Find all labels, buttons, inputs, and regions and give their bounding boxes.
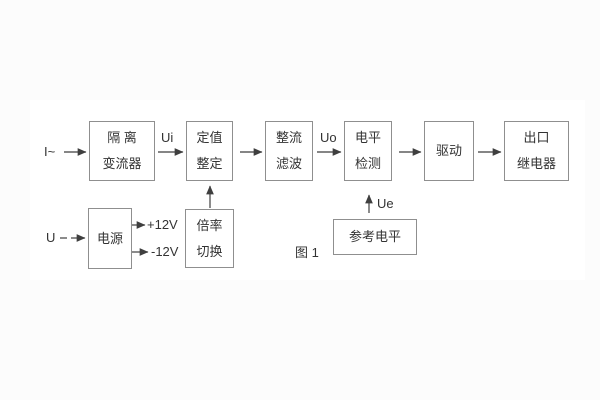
- block-label: 继电器: [516, 156, 556, 171]
- block-label: 参考电平: [348, 229, 401, 244]
- block-label: 检测: [354, 156, 381, 171]
- block-drive: 驱动: [424, 121, 474, 181]
- block-setting-adjust: 定值 整定: [186, 121, 233, 181]
- block-power-supply: 电源: [88, 208, 132, 269]
- label-ue: Ue: [377, 196, 394, 211]
- label-input-voltage: U: [46, 230, 56, 245]
- label-plus-12v: +12V: [147, 217, 178, 232]
- label-uo: Uo: [320, 130, 337, 145]
- block-ratio-switch: 倍率 切换: [185, 209, 234, 268]
- block-label: 电平: [354, 130, 381, 145]
- block-rectify-filter: 整流 滤波: [265, 121, 313, 181]
- block-output-relay: 出口 继电器: [504, 121, 569, 181]
- block-isolation-transformer: 隔 离 变流器: [89, 121, 155, 181]
- label-input-current: I~: [44, 144, 56, 159]
- label-ui: Ui: [161, 130, 174, 145]
- block-label: 出口: [523, 130, 550, 145]
- block-reference-level: 参考电平: [333, 219, 417, 255]
- block-level-detect: 电平 检测: [344, 121, 392, 181]
- block-label: 倍率: [196, 217, 223, 233]
- block-label: 定值: [196, 130, 223, 145]
- block-label: 隔 离: [107, 130, 137, 145]
- figure-caption: 图 1: [295, 245, 319, 260]
- block-label: 滤波: [275, 156, 302, 171]
- block-label: 切换: [196, 243, 223, 259]
- label-minus-12v: -12V: [151, 244, 179, 259]
- block-label: 整定: [196, 156, 223, 171]
- block-label: 驱动: [435, 143, 462, 158]
- block-label: 电源: [96, 230, 123, 246]
- block-label: 整流: [275, 130, 302, 145]
- block-label: 变流器: [102, 156, 142, 171]
